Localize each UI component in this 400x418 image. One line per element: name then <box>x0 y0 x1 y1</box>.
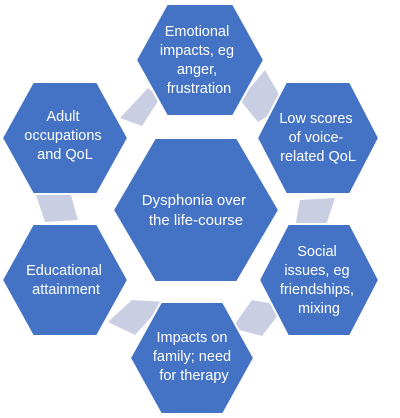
label-line: of voice- <box>289 130 344 146</box>
hexagon-education <box>0 223 130 337</box>
hexagon-voice-qol <box>255 81 381 195</box>
connector-social-family <box>232 300 285 336</box>
label-line: friendships, <box>280 282 354 298</box>
hexagon-center <box>111 137 281 283</box>
connector-adult-emotional <box>120 88 160 126</box>
label-adult: Adult occupations and QoL <box>24 109 105 163</box>
label-voice-qol: Low scores of voice- related QoL <box>279 111 356 165</box>
connector-voice-qol-social <box>295 198 335 228</box>
hexagon-family <box>128 301 256 415</box>
label-line: Social <box>297 244 337 260</box>
label-line: frustration <box>167 81 231 97</box>
label-line: Low scores <box>279 111 352 127</box>
label-line: attainment <box>32 282 100 298</box>
label-emotional: Emotional impacts, eg anger, frustration <box>160 24 238 97</box>
label-line: Educational <box>26 263 102 279</box>
label-line: impacts, eg <box>160 43 234 59</box>
label-line: family; need <box>153 349 231 365</box>
label-line: the life-course <box>149 212 243 229</box>
label-line: occupations <box>24 128 101 144</box>
label-center: Dysphonia over the life-course <box>142 192 250 229</box>
connector-family-education <box>108 300 165 335</box>
label-education: Educational attainment <box>26 263 106 298</box>
label-line: and QoL <box>37 147 93 163</box>
label-social: Social issues, eg friendships, mixing <box>280 244 358 317</box>
label-line: Impacts on <box>157 330 228 346</box>
connector-education-adult <box>35 192 78 222</box>
label-line: Emotional <box>165 24 229 40</box>
label-line: for therapy <box>159 368 229 384</box>
label-line: related QoL <box>280 149 356 165</box>
label-family: Impacts on family; need for therapy <box>153 330 235 384</box>
label-line: mixing <box>298 301 340 317</box>
label-line: Dysphonia over <box>142 192 246 209</box>
hexagon-emotional <box>134 3 266 117</box>
label-line: Adult <box>46 109 79 125</box>
hexagon-adult <box>0 81 130 195</box>
hexagon-social <box>257 223 381 337</box>
label-line: issues, eg <box>284 263 349 279</box>
label-line: anger, <box>177 62 217 78</box>
